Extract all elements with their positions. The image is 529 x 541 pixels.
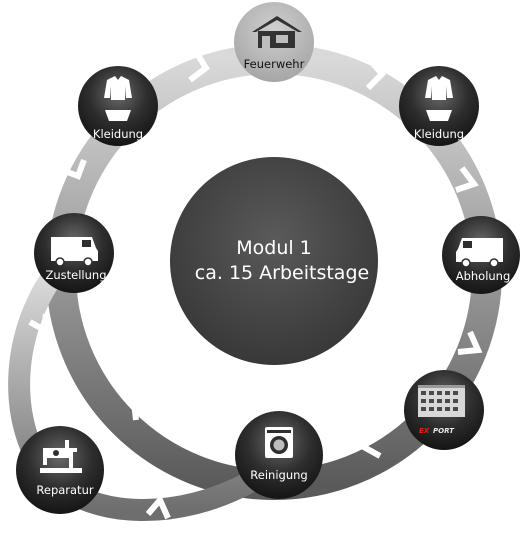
- chevron-arrow: [457, 330, 483, 355]
- clothing-icon: [425, 76, 453, 121]
- van-icon: [456, 238, 503, 268]
- node-label-kleidung-right: Kleidung: [414, 127, 464, 141]
- node-kleidung-right: Kleidung: [399, 66, 479, 146]
- node-reinigung: Reinigung: [235, 411, 323, 499]
- chevron-arrow: [145, 494, 171, 520]
- brand-prefix: EX: [419, 427, 430, 435]
- export-logo: EX PORT: [419, 427, 455, 435]
- brand-suffix: PORT: [433, 427, 455, 435]
- node-label-feuerwehr: Feuerwehr: [244, 57, 305, 71]
- center-circle: [170, 157, 378, 365]
- building-icon: [418, 385, 465, 417]
- clothing-icon: [104, 76, 132, 121]
- node-label-abholung: Abholung: [456, 269, 511, 283]
- node-label-zustellung: Zustellung: [45, 268, 106, 282]
- chevron-arrow: [365, 58, 387, 91]
- washing-machine-icon: [265, 427, 293, 458]
- node-label-kleidung-left: Kleidung: [93, 127, 143, 141]
- chevron-arrow: [130, 397, 152, 421]
- module-duration: ca. 15 Arbeitstage: [195, 262, 369, 284]
- chevron-arrow: [188, 50, 211, 83]
- sewing-machine-icon: [40, 440, 82, 473]
- node-feuerwehr: Feuerwehr: [234, 2, 314, 82]
- node-kleidung-left: Kleidung: [78, 66, 158, 146]
- chevron-arrow: [357, 428, 382, 459]
- node-zustellung: Zustellung: [34, 213, 114, 293]
- house-icon: [252, 16, 302, 48]
- node-label-reinigung: Reinigung: [250, 468, 307, 482]
- node-reparatur: Reparatur: [16, 426, 104, 514]
- van-icon: [51, 237, 98, 267]
- node-label-reparatur: Reparatur: [36, 483, 93, 497]
- module-title: Modul 1: [236, 237, 312, 259]
- chevron-arrow: [60, 158, 87, 180]
- chevron-arrow: [455, 166, 479, 193]
- node-export: EX PORT: [404, 370, 484, 450]
- chevron-arrow: [28, 313, 49, 335]
- node-abholung: Abholung: [442, 216, 520, 294]
- flow-chevrons: [28, 50, 483, 520]
